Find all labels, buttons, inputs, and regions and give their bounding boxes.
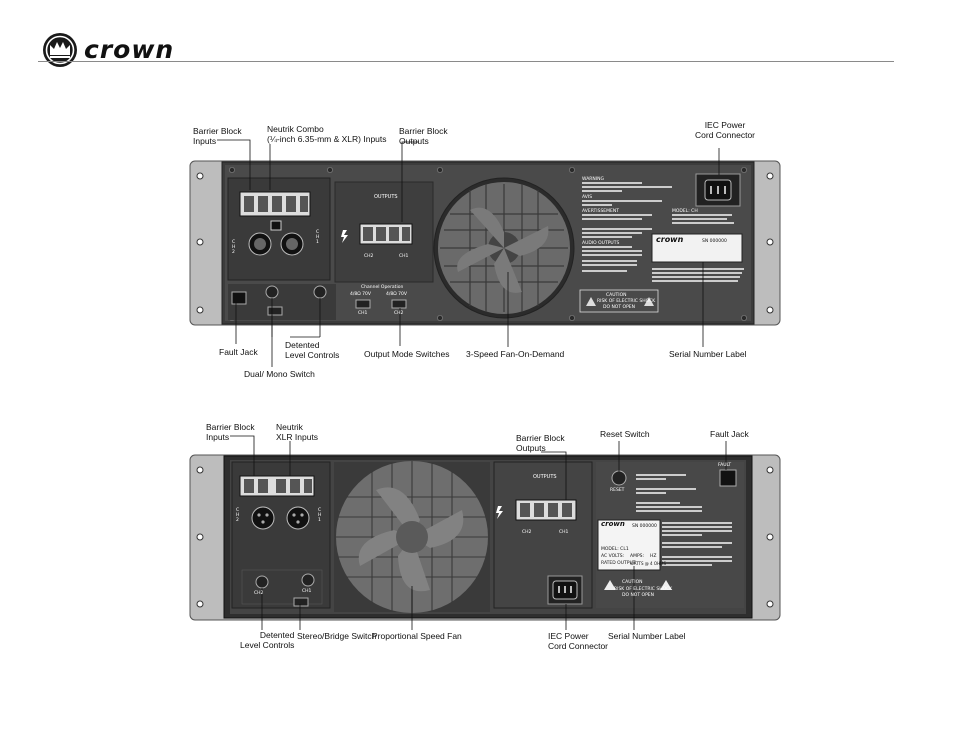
audio-outputs-top: AUDIO OUTPUTS: [582, 241, 620, 246]
channel-operation-label: Channel Operation: [361, 285, 404, 290]
caution-top: CAUTION: [606, 293, 627, 298]
risk-top: RISK OF ELECTRIC SHOCK: [597, 299, 656, 304]
fault-panel-label: FAULT: [718, 463, 732, 468]
ch2-knob-label: CH2: [254, 591, 264, 596]
callout-neutrik-combo: Neutrik Combo(¼-inch 6.35-mm & XLR) Inpu…: [267, 124, 387, 144]
callout-fault-jack-bottom: Fault Jack: [710, 429, 749, 439]
brand-wordmark: crown: [84, 35, 175, 64]
callout-output-mode: Output Mode Switches: [364, 349, 450, 359]
watts-bottom: WATTS @ 4 OHMS: [630, 561, 667, 566]
rated-output-bottom: RATED OUTPUT:: [601, 561, 637, 566]
header-rule: [38, 61, 894, 62]
risk-bottom: RISK OF ELECTRIC SHOCK: [614, 587, 673, 592]
serial-no-top: SN 000000: [702, 239, 727, 244]
callout-fan-top: 3-Speed Fan-On-Demand: [466, 349, 565, 359]
outputs-label-bottom: OUTPUTS: [533, 474, 557, 480]
model-top: MODEL: CH: [672, 209, 698, 214]
ch1-vertical-top: C H 1: [316, 230, 320, 245]
do-not-open-top: DO NOT OPEN: [603, 305, 635, 310]
callout-fault-jack-top: Fault Jack: [219, 347, 258, 357]
ch1-knob-label: CH1: [302, 589, 312, 594]
avis-top: AVIS: [582, 195, 593, 200]
model-bottom: MODEL: CL1: [601, 547, 629, 552]
callout-serial-top: Serial Number Label: [669, 349, 747, 359]
warning-title-top: WARNING: [582, 177, 604, 182]
ohm-label-a: 4/8Ω 70V: [350, 292, 371, 297]
caution-bottom: CAUTION: [622, 580, 643, 585]
ch2-switch-label: CH2: [394, 311, 404, 316]
do-not-open-bottom: DO NOT OPEN: [622, 593, 654, 598]
avertissement-top: AVERTISSEMENT: [582, 209, 619, 214]
serial-no-bottom: SN 000000: [632, 524, 657, 529]
amps-bottom: AMPS:: [630, 554, 645, 559]
ch2-vertical-top: C H 2: [232, 240, 236, 255]
hz-bottom: HZ: [650, 554, 657, 559]
ch1-out-bottom: CH1: [559, 530, 569, 535]
ch1-out-top: CH1: [399, 254, 409, 259]
ch1-vertical-bottom: C H 1: [318, 508, 322, 523]
label-brand-top: crown: [656, 235, 684, 244]
ch2-out-top: CH2: [364, 254, 374, 259]
callout-reset-switch: Reset Switch: [600, 429, 650, 439]
reset-panel-label: RESET: [610, 488, 625, 493]
ch2-out-bottom: CH2: [522, 530, 532, 535]
label-brand-bottom: crown: [601, 520, 625, 528]
ch1-switch-label: CH1: [358, 311, 368, 316]
ohm-label-b: 4/8Ω 70V: [386, 292, 407, 297]
callout-dual-mono: Dual/ Mono Switch: [244, 369, 315, 379]
ac-volts-bottom: AC VOLTS:: [601, 554, 625, 559]
callout-serial-bottom: Serial Number Label: [608, 631, 686, 641]
callout-stereo-bridge: Stereo/Bridge Switch: [297, 631, 377, 641]
callout-fan-bottom: Proportional Speed Fan: [372, 631, 462, 641]
ch2-vertical-bottom: C H 2: [236, 508, 240, 523]
outputs-label-top: OUTPUTS: [374, 194, 398, 200]
